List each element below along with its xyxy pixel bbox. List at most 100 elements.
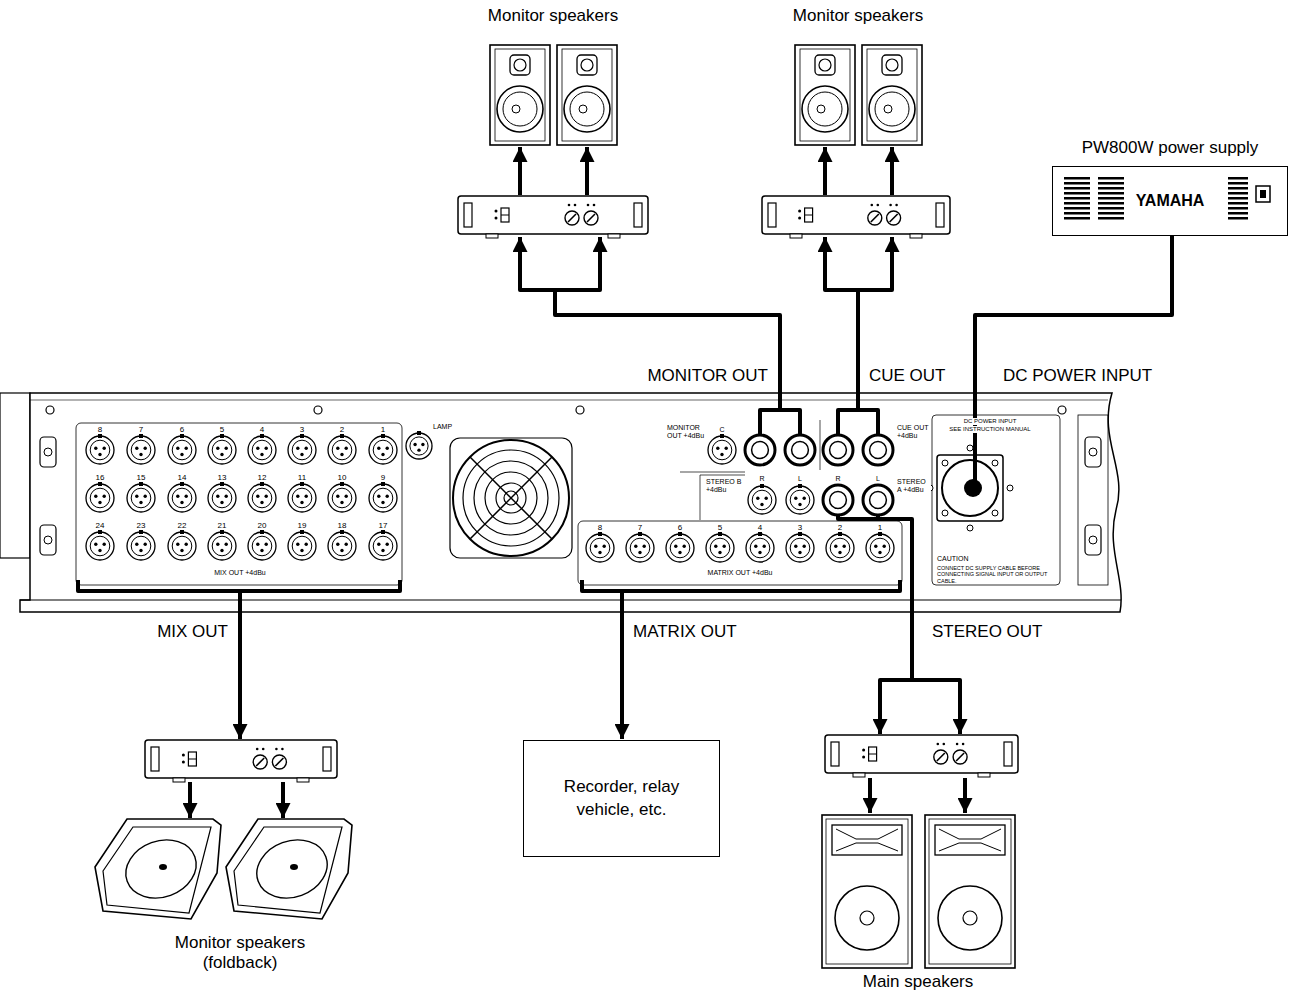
- amp-led: [256, 748, 259, 751]
- amp-knob: [953, 750, 967, 764]
- amp-led: [962, 743, 965, 746]
- xlr-pin: [144, 447, 147, 450]
- amp-led: [495, 217, 498, 220]
- xlr-latch: [381, 434, 385, 438]
- xlr-jack: [786, 534, 814, 562]
- xlr-pin: [220, 453, 223, 456]
- xlr-jack: [248, 436, 276, 464]
- xlr-pin: [758, 551, 761, 554]
- xlr-latch: [758, 532, 762, 536]
- xlr-pin: [98, 453, 101, 456]
- amp-display-bar: [501, 215, 509, 216]
- matrix-out-bracket: [582, 580, 900, 591]
- xlr-pin: [180, 453, 183, 456]
- amp-knob-pointer: [871, 214, 879, 222]
- xlr-jack-inner: [373, 536, 393, 556]
- xlr-pin: [381, 453, 384, 456]
- xlr-latch: [300, 530, 304, 534]
- jack-number: 4: [758, 523, 762, 532]
- xlr-jack-inner: [870, 538, 890, 558]
- panel-label: R: [759, 475, 764, 483]
- psu-vent: [1098, 177, 1124, 180]
- rack-hole: [40, 525, 56, 555]
- xlr-pin: [763, 545, 766, 548]
- speaker-label: Monitor speakers: [793, 6, 923, 26]
- matrix-out-block: [578, 521, 902, 585]
- amp-output-arrow: [518, 147, 522, 195]
- psu-vent: [1228, 187, 1248, 190]
- xlr-jack: [328, 484, 356, 512]
- woofer-cone: [808, 92, 842, 126]
- dc-socket: [942, 460, 998, 516]
- fan-guard-spokes: [470, 457, 552, 539]
- monitor-speaker-face: [495, 49, 545, 141]
- amp-knob-pointer: [568, 214, 576, 222]
- xlr-pin: [296, 447, 299, 450]
- xlr-latch: [220, 434, 224, 438]
- stereo-out-cable: [912, 680, 960, 734]
- amp-handle: [634, 203, 642, 227]
- screw: [576, 406, 584, 414]
- xlr-pin: [683, 545, 686, 548]
- amp-handle: [936, 203, 944, 227]
- xlr-latch: [300, 434, 304, 438]
- woofer-cap: [579, 105, 587, 113]
- psu-vent: [1064, 202, 1090, 205]
- xlr-pin: [377, 543, 380, 546]
- xlr-pin: [643, 545, 646, 548]
- jack-number: 8: [598, 523, 602, 532]
- jack-number: 20: [258, 521, 267, 530]
- xlr-pin: [216, 495, 219, 498]
- psu-vent: [1064, 217, 1090, 220]
- xlr-pin: [798, 503, 801, 506]
- xlr-jack-inner: [212, 440, 232, 460]
- xlr-pin: [794, 545, 797, 548]
- xlr-pin: [674, 545, 677, 548]
- fan-guard-ring: [463, 450, 559, 546]
- xlr-jack-inner: [292, 488, 312, 508]
- xlr-pin: [386, 447, 389, 450]
- wedge-driver-cap: [290, 864, 298, 870]
- amp-led: [889, 204, 892, 207]
- fan-guard-ring: [453, 440, 569, 556]
- xlr-jack-inner: [172, 440, 192, 460]
- floor-wedge-face: [234, 827, 342, 913]
- xlr-jack-inner: [373, 488, 393, 508]
- dc-connector: [937, 455, 1003, 521]
- xlr-pin: [803, 545, 806, 548]
- xlr-plug: [745, 435, 775, 465]
- amp-led: [262, 748, 265, 751]
- xlr-pin: [377, 447, 380, 450]
- recorder-box: Recorder, relay vehicle, etc.: [523, 740, 720, 857]
- jack-number: 6: [180, 425, 184, 434]
- xlr-jack-inner: [790, 538, 810, 558]
- amplifier: [825, 735, 1018, 773]
- mix-out-arrow: [238, 591, 242, 739]
- cue-out-cable: [856, 290, 860, 410]
- xlr-jack: [328, 436, 356, 464]
- amp-knob: [272, 755, 286, 769]
- xlr-pin: [144, 495, 147, 498]
- monitor-speaker: [862, 45, 922, 145]
- tweeter-dome: [581, 59, 593, 71]
- amp-knob: [584, 211, 598, 225]
- jack-number: 9: [381, 473, 385, 482]
- xlr-jack-inner: [172, 536, 192, 556]
- xlr-jack: [208, 532, 236, 560]
- amp-display-bar: [805, 215, 813, 216]
- amp-foot: [173, 778, 185, 782]
- amp-knob-pointer: [587, 214, 595, 222]
- monitor-speaker-face: [867, 49, 917, 141]
- xlr-jack-inner: [292, 536, 312, 556]
- jack-number: 2: [838, 523, 842, 532]
- woofer: [564, 86, 610, 132]
- xlr-pin: [594, 545, 597, 548]
- amp-output-arrow: [963, 778, 967, 813]
- xlr-latch: [798, 484, 802, 488]
- xlr-pin: [139, 549, 142, 552]
- speaker-label: Main speakers: [863, 972, 974, 992]
- xlr-jack-inner: [332, 440, 352, 460]
- amp-foot: [486, 234, 498, 238]
- jack-number: 7: [139, 425, 143, 434]
- amp-led: [937, 743, 940, 746]
